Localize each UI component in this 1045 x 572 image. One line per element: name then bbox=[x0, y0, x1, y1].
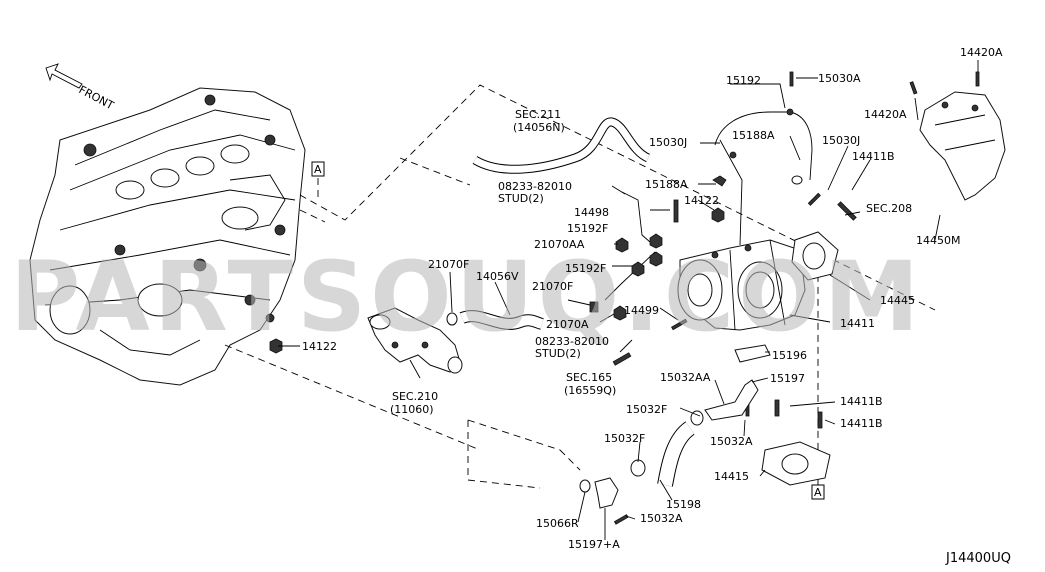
label-15196: 15196 bbox=[772, 349, 807, 362]
tube-14498 bbox=[604, 191, 656, 301]
label-14498: 14498 bbox=[574, 206, 609, 219]
part-labels: 14420A 15192 15030A 14420A SEC.211 (1405… bbox=[302, 46, 1003, 551]
label-21070aa: 21070AA bbox=[534, 238, 585, 251]
label-sec211: SEC.211 bbox=[515, 108, 561, 121]
front-label: FRONT bbox=[77, 83, 117, 112]
label-14056n: (14056N) bbox=[513, 121, 565, 134]
label-stud-a: STUD(2) bbox=[498, 192, 544, 205]
ref-marker-a-bottom: A bbox=[811, 484, 825, 500]
label-15192f-a: 15192F bbox=[567, 222, 608, 235]
label-11060: (11060) bbox=[390, 403, 434, 416]
label-08233-b: 08233-82010 bbox=[535, 335, 609, 348]
label-14411b-b: 14411B bbox=[840, 395, 883, 408]
gasket-14415 bbox=[761, 441, 831, 486]
label-14450m: 14450M bbox=[916, 234, 960, 247]
water-outlet-sec210 bbox=[367, 307, 463, 374]
diagram-id: J14400UQ bbox=[945, 551, 1011, 566]
label-08233-a: 08233-82010 bbox=[498, 180, 572, 193]
oil-return-parts bbox=[579, 344, 771, 525]
clamp-21070f bbox=[446, 312, 458, 326]
label-15032a-b: 15032A bbox=[640, 512, 683, 525]
fasteners bbox=[589, 71, 980, 429]
turbocharger-14411 bbox=[677, 239, 806, 331]
label-15030j-b: 15030J bbox=[822, 134, 860, 147]
label-14411b-a: 14411B bbox=[852, 150, 895, 163]
label-15030a: 15030A bbox=[818, 72, 861, 85]
label-15032a-a: 15032A bbox=[710, 435, 753, 448]
svg-text:A: A bbox=[814, 486, 822, 499]
nut-14122-left bbox=[269, 338, 283, 354]
hose-14056v bbox=[459, 310, 544, 330]
label-stud-b: STUD(2) bbox=[535, 347, 581, 360]
leader-lines bbox=[278, 60, 979, 540]
label-sec165: SEC.165 bbox=[566, 371, 612, 384]
label-15192f-b: 15192F bbox=[565, 262, 606, 275]
label-21070a: 21070A bbox=[546, 318, 589, 331]
label-14122-b: 14122 bbox=[302, 340, 337, 353]
label-sec210: SEC.210 bbox=[392, 390, 438, 403]
label-15198: 15198 bbox=[666, 498, 701, 511]
label-15032f-a: 15032F bbox=[626, 403, 667, 416]
label-16559q: (16559Q) bbox=[564, 384, 616, 397]
label-21070f-b: 21070F bbox=[532, 280, 573, 293]
label-14122-a: 14122 bbox=[684, 194, 719, 207]
label-15030j-a: 15030J bbox=[649, 136, 687, 149]
heat-shield-14450m bbox=[919, 91, 1006, 201]
label-15188a-b: 15188A bbox=[645, 178, 688, 191]
label-14415: 14415 bbox=[714, 470, 749, 483]
label-14411: 14411 bbox=[840, 317, 875, 330]
label-15197a: 15197+A bbox=[568, 538, 620, 551]
label-14420a: 14420A bbox=[864, 108, 907, 121]
front-arrow-icon: FRONT bbox=[45, 63, 117, 112]
label-14056v: 14056V bbox=[476, 270, 519, 283]
gasket-14445 bbox=[791, 231, 839, 281]
hose-sec211 bbox=[472, 117, 651, 174]
label-14499: 14499 bbox=[624, 304, 659, 317]
label-sec208: SEC.208 bbox=[866, 202, 912, 215]
label-14445: 14445 bbox=[880, 294, 915, 307]
label-15032f-b: 15032F bbox=[604, 432, 645, 445]
label-21070f-a: 21070F bbox=[428, 258, 469, 271]
ref-marker-a-top: A bbox=[311, 161, 325, 177]
svg-text:A: A bbox=[314, 163, 322, 176]
engine-block bbox=[29, 87, 306, 386]
label-15192: 15192 bbox=[726, 74, 761, 87]
label-14411b-c: 14411B bbox=[840, 417, 883, 430]
watermark: PARTSOUQ.COM bbox=[10, 241, 923, 353]
label-15066r: 15066R bbox=[536, 517, 579, 530]
label-15188a-a: 15188A bbox=[732, 129, 775, 142]
label-15197: 15197 bbox=[770, 372, 805, 385]
label-14420a-top: 14420A bbox=[960, 46, 1003, 59]
oil-tube-15192 bbox=[714, 108, 813, 246]
label-15032aa: 15032AA bbox=[660, 371, 711, 384]
